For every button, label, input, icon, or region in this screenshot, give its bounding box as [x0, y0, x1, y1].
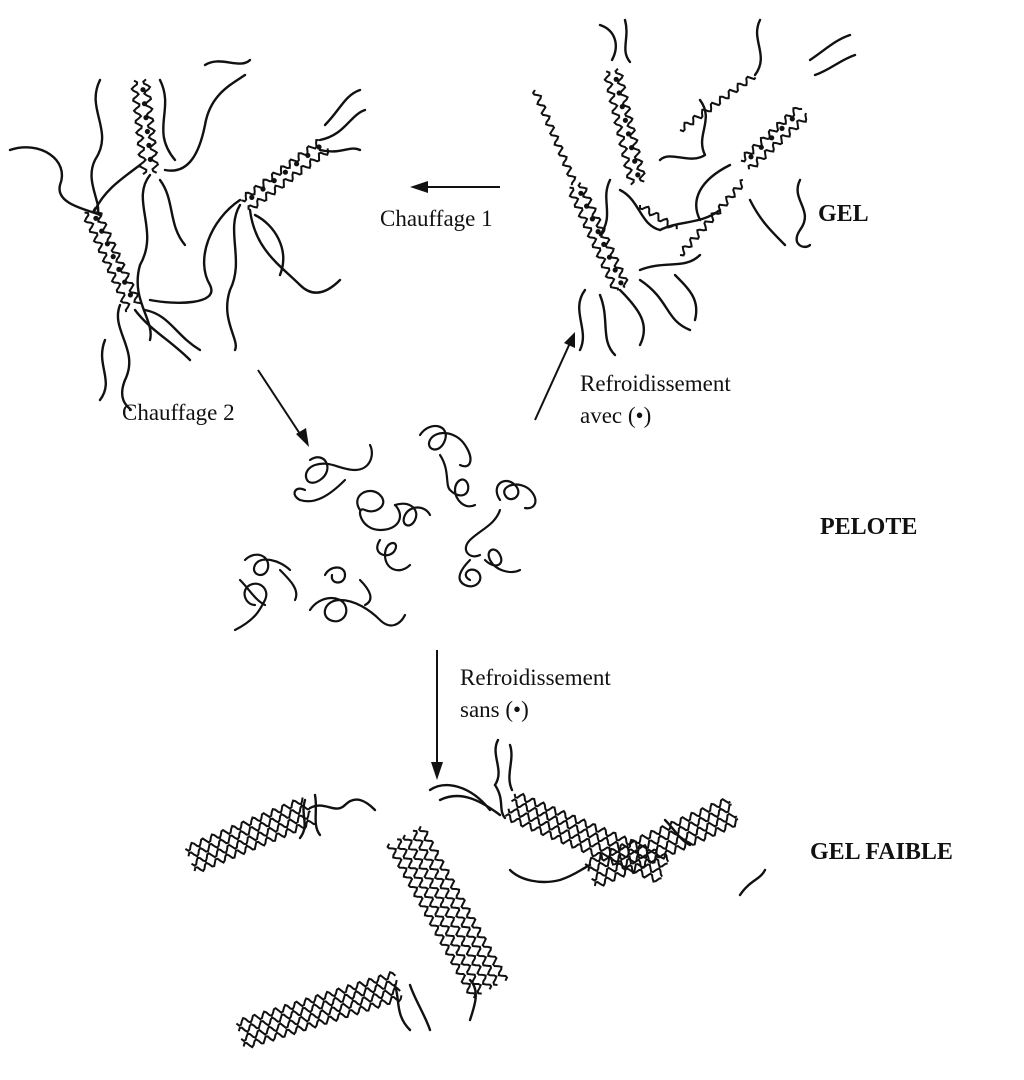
ion-dot: [143, 115, 148, 120]
ion-dot: [748, 154, 753, 159]
ion-dot: [148, 157, 153, 162]
helix-strand: [241, 988, 400, 1042]
ion-dot: [632, 159, 637, 164]
helix-strand: [388, 844, 476, 998]
helix-bundle-tr-left: [570, 183, 628, 291]
label-chauffage-1: Chauffage 1: [380, 206, 493, 231]
ion-dot: [635, 172, 640, 177]
ion-dot: [601, 242, 606, 247]
helix-strand: [588, 805, 731, 872]
ion-dot: [607, 255, 612, 260]
ion-dot: [305, 153, 310, 158]
helix-bundle-b-center: [388, 826, 507, 998]
ion-dot: [578, 191, 583, 196]
ion-dot: [620, 104, 625, 109]
ion-dot: [260, 186, 265, 191]
ion-dot: [769, 135, 774, 140]
helix-bundle-tl-right: [241, 140, 328, 210]
helix-strand: [413, 831, 498, 985]
arrows: [258, 181, 575, 780]
ion-dot: [618, 280, 623, 285]
ion-dot: [140, 87, 145, 92]
helix-strand: [249, 148, 329, 209]
ion-dot: [122, 280, 127, 285]
ion-dot: [142, 101, 147, 106]
helix-bundle-tr-right: [741, 108, 806, 169]
helix-strand: [579, 183, 628, 288]
gel-cluster-cooled: [533, 20, 855, 355]
helix-bundle-b-left-upper: [185, 798, 315, 872]
helix-bundle-tr-longrope: [680, 180, 743, 256]
ion-dot: [283, 170, 288, 175]
ion-dot: [128, 292, 133, 297]
ion-dot: [779, 126, 784, 131]
helix-bundle-b-bottom-left: [236, 972, 401, 1047]
helix-strand: [533, 90, 575, 185]
ion-dot: [790, 116, 795, 121]
ion-dot: [272, 178, 277, 183]
helix-bundles-top-right: [533, 69, 806, 291]
ion-dot: [116, 267, 121, 272]
free-chains-bottom: [300, 740, 765, 1030]
arrow-chauffage-2: [258, 370, 309, 447]
ion-dot: [614, 77, 619, 82]
helix-bundle-tr-lefttail: [533, 90, 575, 185]
ion-dot: [617, 90, 622, 95]
helix-strand: [241, 140, 318, 201]
label-refroidissement-avec-line1: Refroidissement: [580, 371, 731, 396]
helix-strand: [680, 77, 756, 131]
arrow-chauffage-1: [410, 181, 500, 193]
ion-dot: [105, 241, 110, 246]
helix-strand: [397, 839, 482, 993]
free-chains-top-left: [10, 60, 365, 410]
ion-dot: [623, 118, 628, 123]
ion-dot: [629, 145, 634, 150]
helix-strand: [741, 108, 802, 161]
weak-gel-cluster: [185, 740, 765, 1047]
label-refroidissement-avec-line2: avec (•): [580, 403, 651, 428]
helix-bundle-tl-diagonal: [85, 208, 143, 313]
ion-dot: [316, 144, 321, 149]
label-refroidissement-sans-line1: Refroidissement: [460, 665, 611, 690]
gel-cluster-heated: [10, 60, 365, 410]
helix-strand: [592, 814, 737, 881]
label-refroidissement-sans-line2: sans (•): [460, 697, 529, 722]
random-coils: [235, 426, 535, 630]
ion-dot: [146, 143, 151, 148]
helix-bundle-tr-center: [605, 69, 645, 185]
arrow-refroidissement-sans: [431, 650, 443, 780]
ion-dot: [590, 216, 595, 221]
ion-dot: [584, 204, 589, 209]
state-label-gel: GEL: [818, 201, 869, 227]
state-label-pelote: PELOTE: [820, 514, 917, 540]
label-chauffage-2: Chauffage 2: [122, 400, 235, 425]
free-chains-top-right: [579, 20, 855, 355]
helix-strand: [403, 835, 491, 989]
ion-dot: [145, 129, 150, 134]
helix-strand: [570, 188, 619, 291]
ion-dot: [99, 229, 104, 234]
helix-bundle-tl-vertical: [132, 79, 158, 174]
state-label-gel-faible: GEL FAIBLE: [810, 839, 953, 865]
ion-dot: [759, 145, 764, 150]
ion-dot: [626, 131, 631, 136]
ion-dot: [249, 195, 254, 200]
arrow-refroidissement-avec: [535, 332, 575, 420]
helix-bundles-bottom: [185, 794, 738, 1047]
ion-dot: [294, 161, 299, 166]
ion-dot: [111, 254, 116, 259]
helix-strand: [94, 208, 143, 305]
helix-strand: [419, 826, 507, 980]
ion-dot: [613, 267, 618, 272]
helix-strand: [680, 180, 743, 256]
helix-strand: [749, 113, 807, 169]
helix-bundle-tr-toprope: [680, 77, 756, 131]
ion-dot: [93, 216, 98, 221]
